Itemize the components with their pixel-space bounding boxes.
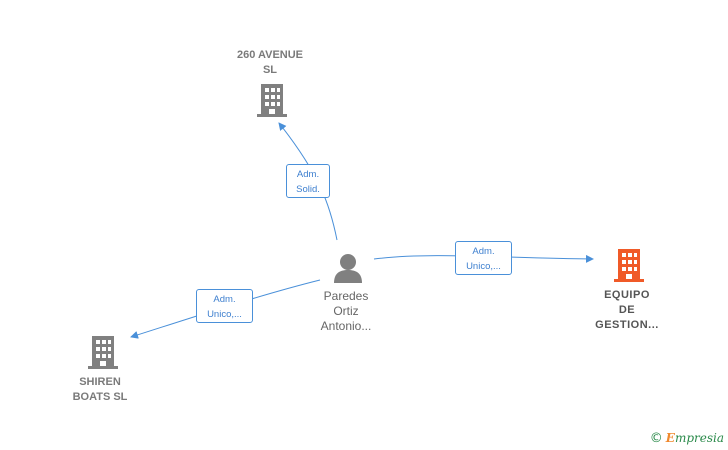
company-label-shiren-boats[interactable]: SHIREN BOATS SL	[72, 376, 128, 403]
empresia-logo: ©Empresia	[649, 431, 724, 446]
edge-badge-adm-unico-left: Adm. Unico,...	[196, 289, 253, 323]
building-icon[interactable]	[88, 336, 118, 369]
company-label-260-avenue[interactable]: 260 AVENUE SL	[236, 49, 304, 76]
edge-badge-adm-solid: Adm. Solid.	[286, 164, 330, 198]
building-icon[interactable]	[614, 249, 644, 282]
person-icon[interactable]	[334, 254, 362, 283]
edge-badge-adm-unico-right: Adm. Unico,...	[455, 241, 512, 275]
building-icon[interactable]	[257, 84, 287, 117]
copyright-icon: ©	[649, 431, 663, 446]
person-label-paredes-ortiz[interactable]: Paredes Ortiz Antonio...	[320, 289, 372, 333]
company-label-equipo-de-gestion[interactable]: EQUIPO DE GESTION...	[595, 289, 659, 331]
